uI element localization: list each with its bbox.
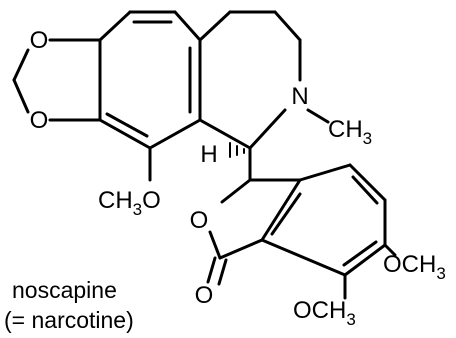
oxygen-lactone-ring: O (190, 207, 209, 234)
bond (173, 10, 202, 42)
methoxy-left-sub: 3 (133, 200, 142, 219)
oxygen-dioxole-top: O (30, 27, 49, 54)
caption-synonym: (= narcotine) (4, 307, 134, 333)
methoxy-right-main: OCH (383, 251, 436, 278)
methoxy-bottom-sub: 3 (346, 310, 355, 329)
hashed-wedge-bond (229, 142, 245, 158)
bond (198, 10, 232, 42)
carbonyl-bond (206, 256, 228, 286)
bond (98, 10, 132, 42)
bond (342, 240, 378, 267)
caption-name: noscapine (12, 277, 117, 303)
bond (270, 192, 302, 236)
bond (198, 118, 252, 150)
methoxy-left-main: CH (98, 187, 133, 214)
bond (351, 175, 379, 205)
oxygen-carbonyl: O (195, 282, 214, 309)
methoxy-left-label: CH3O (98, 187, 161, 219)
lactone-ring (208, 178, 302, 260)
n-methyl-label: CH3 (328, 116, 372, 148)
nitrogen-ring: N (291, 83, 308, 110)
bond (12, 48, 30, 82)
bond (220, 178, 252, 204)
bond (298, 163, 352, 182)
piperidine-ring (198, 10, 302, 150)
benzene-ring-a (98, 10, 202, 150)
bond (248, 108, 287, 150)
bond (218, 238, 264, 260)
bond (148, 118, 202, 150)
bond (217, 258, 228, 286)
methoxy-bottom-label: OCH3 (293, 297, 356, 329)
methoxy-right-label: OCH3 (383, 251, 446, 283)
methoxy-right-sub: 3 (436, 264, 445, 283)
n-methyl-sub: 3 (363, 129, 372, 148)
bond (12, 78, 30, 114)
bond (343, 243, 387, 277)
oxygen-dioxole-bottom: O (30, 107, 49, 134)
methoxy-left-oxygen: O (142, 187, 161, 214)
methoxy-right-bond (383, 243, 397, 257)
benzene-ring-b (260, 163, 387, 277)
n-methyl-bond (306, 108, 330, 124)
bond (260, 238, 347, 277)
n-methyl-main: CH (328, 116, 363, 143)
bond (260, 178, 302, 242)
bond (273, 10, 302, 42)
methoxy-bottom-main: OCH (293, 297, 346, 324)
hydrogen-stereo: H (200, 141, 217, 168)
bond (348, 163, 387, 202)
bond (208, 230, 222, 260)
bond (105, 112, 149, 138)
bond (98, 118, 152, 150)
dioxole-ring (12, 38, 102, 122)
bond (206, 256, 217, 284)
